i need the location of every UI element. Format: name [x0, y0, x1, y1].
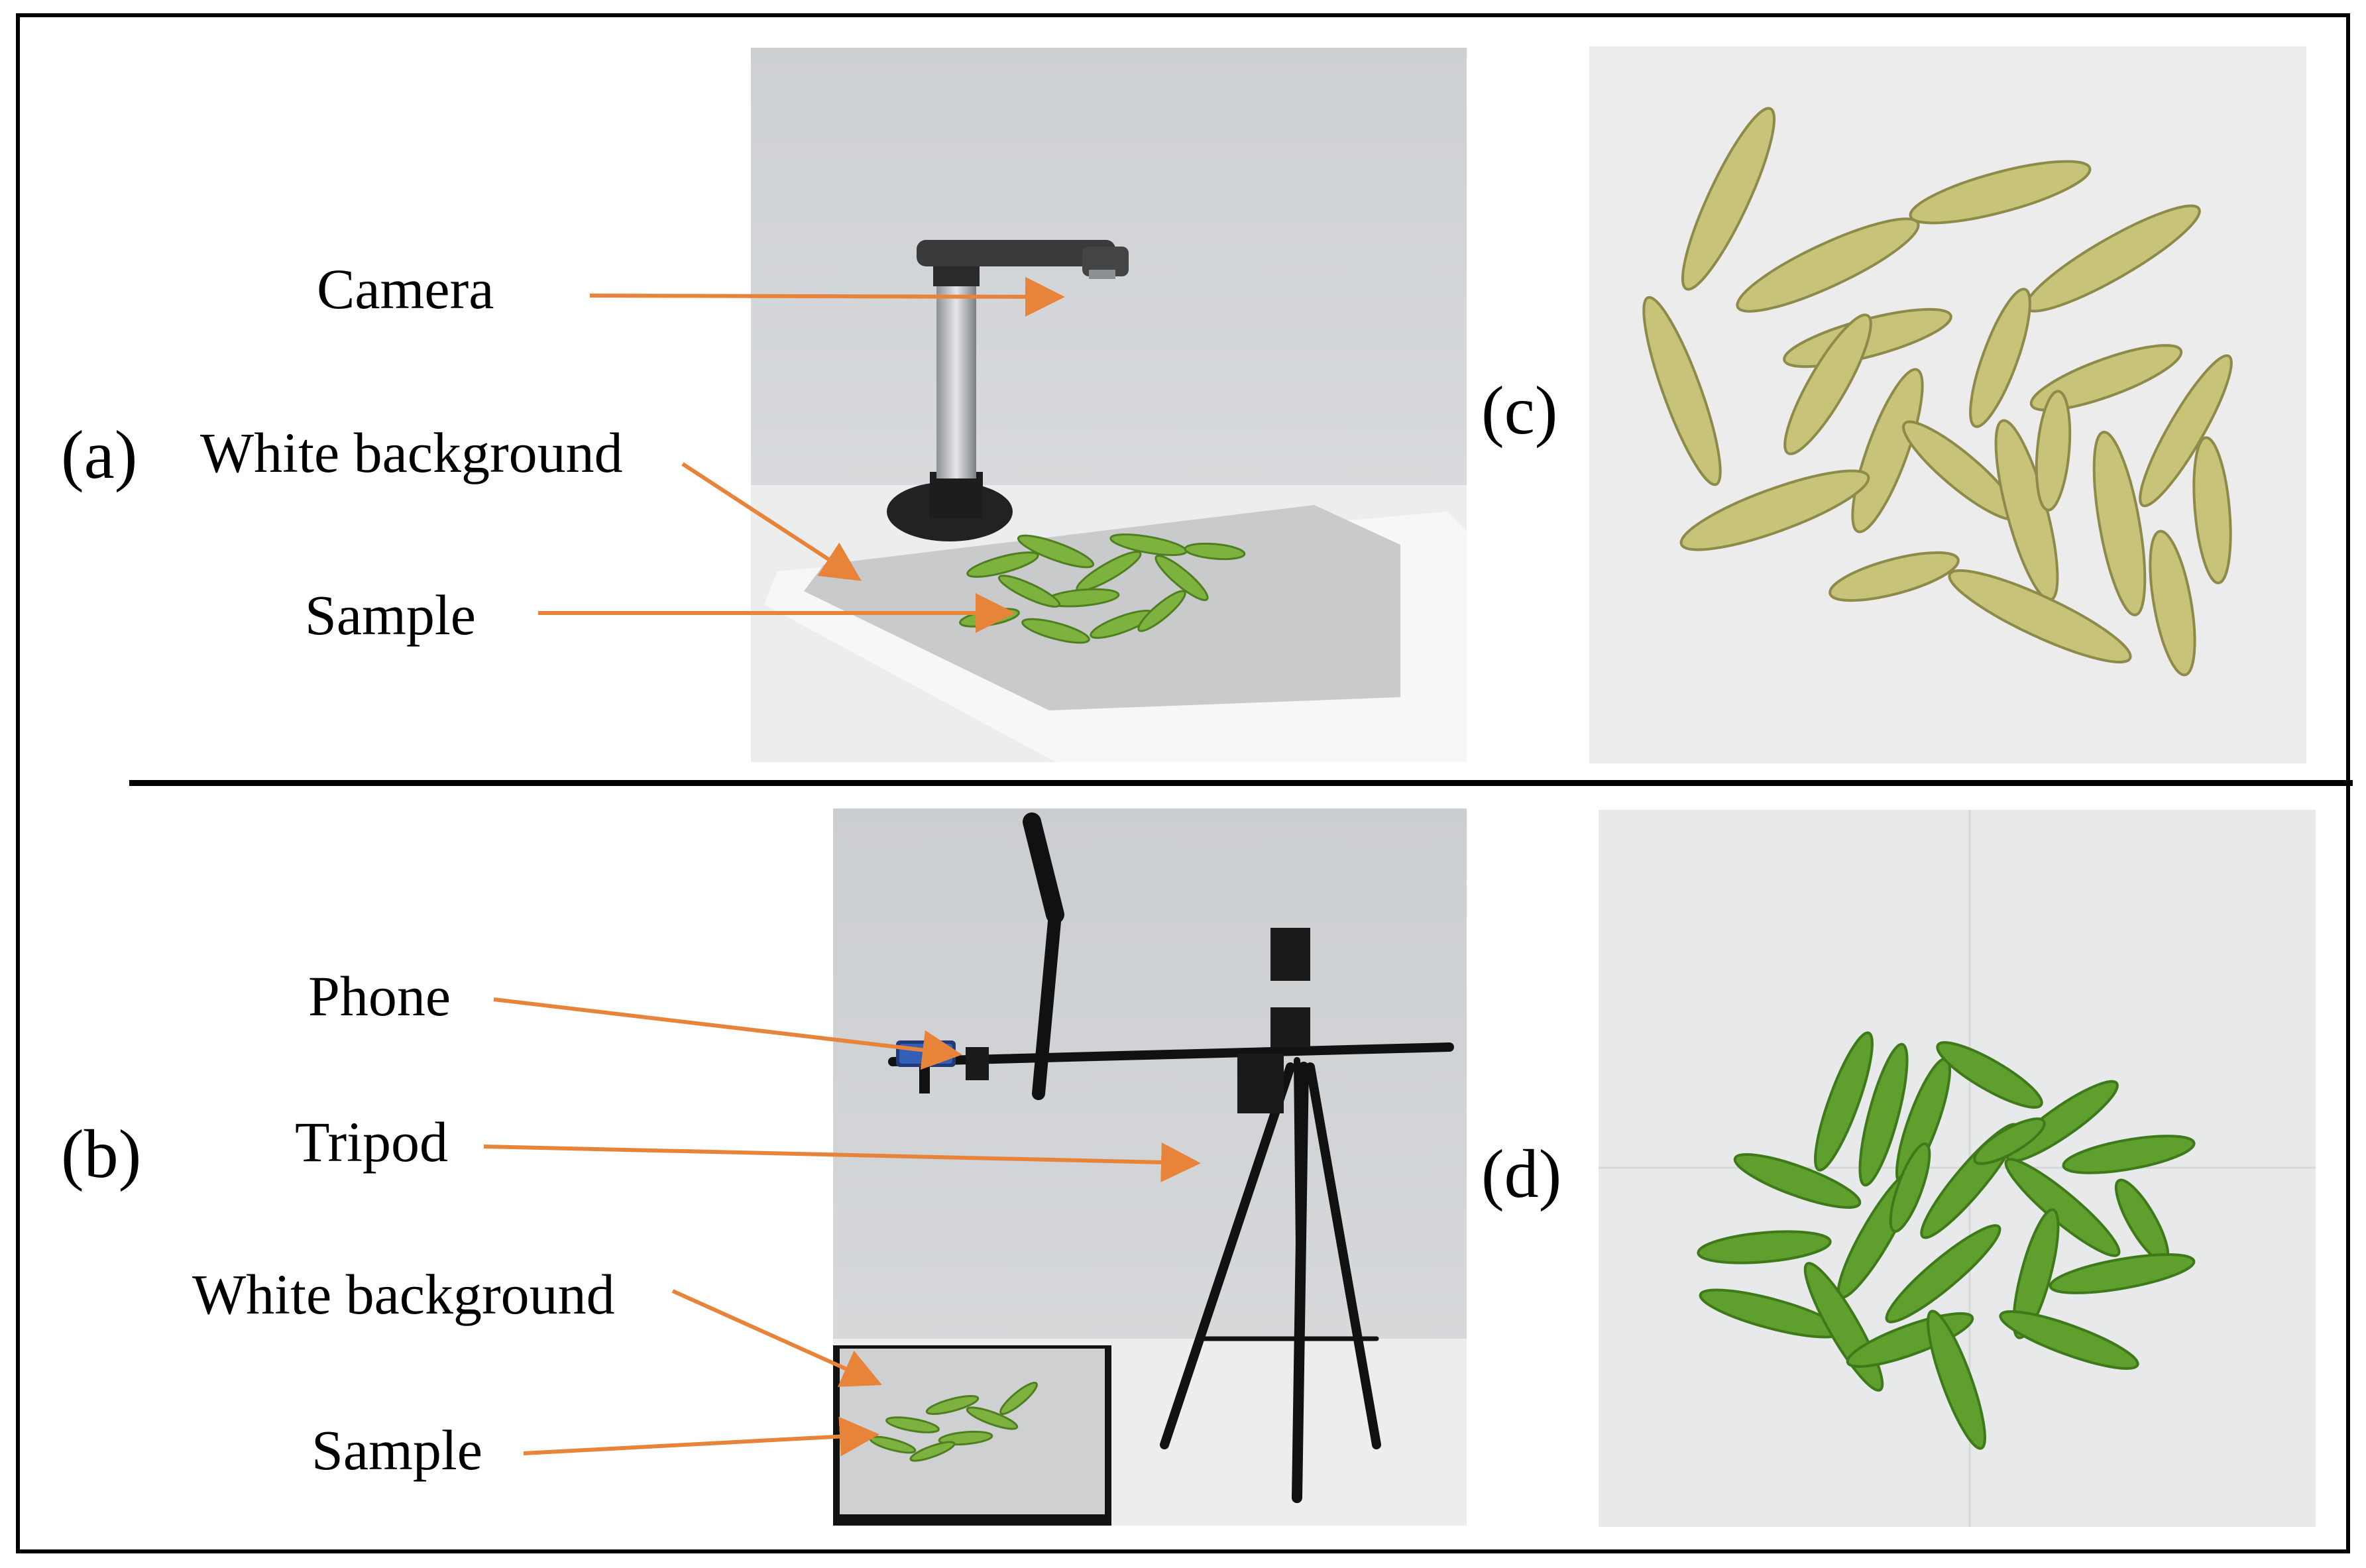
- callout-sample-a: Sample: [305, 583, 476, 647]
- row-divider: [129, 780, 2353, 786]
- photo-fresh-pods-top-view: [1599, 810, 2316, 1527]
- panel-label-d: (d): [1481, 1136, 1562, 1212]
- callout-white-background-a: White background: [200, 421, 623, 484]
- callout-camera: Camera: [317, 257, 494, 321]
- photo-mature-pods-top-view: [1589, 46, 2306, 763]
- callout-phone: Phone: [308, 964, 451, 1028]
- callout-white-background-b: White background: [192, 1262, 615, 1326]
- callout-tripod: Tripod: [295, 1110, 449, 1174]
- panel-label-a: (a): [61, 417, 138, 493]
- photo-tripod-phone-setup: [833, 809, 1467, 1526]
- panel-label-b: (b): [61, 1116, 142, 1192]
- callout-sample-b: Sample: [311, 1418, 482, 1482]
- panel-label-c: (c): [1481, 372, 1558, 449]
- photo-document-camera-setup: [751, 48, 1467, 762]
